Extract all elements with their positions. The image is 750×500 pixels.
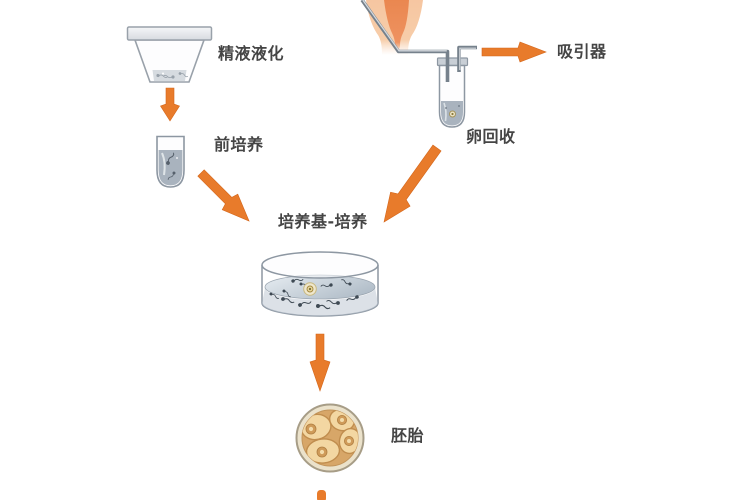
needle-highlight [362, 0, 447, 52]
collection-tube-highlight [443, 102, 447, 122]
tube-highlight [161, 152, 166, 176]
arrow-dish-to-embryo [309, 333, 331, 392]
tube-speck [445, 107, 447, 109]
pre-culture-tube [156, 135, 185, 188]
label-pre-culture: 前培养 [214, 135, 264, 154]
egg-collection-tube [436, 57, 469, 128]
label-medium-culture: 培养基-培养 [278, 212, 368, 231]
label-embryo: 胚胎 [391, 426, 425, 445]
label-aspirator: 吸引器 [557, 42, 607, 61]
embryo-nuclei [305, 414, 354, 458]
arrow-to-aspirator [481, 41, 547, 63]
needle-line [360, 0, 450, 82]
embryo-cell [295, 403, 365, 473]
tube-speck [458, 105, 460, 107]
arrow-embryo-next-stub [317, 490, 326, 500]
cup-highlight-dot [162, 72, 164, 75]
cup-liquid [152, 70, 187, 81]
dish-rim [261, 251, 379, 279]
suction-outlet-line [457, 45, 477, 72]
label-egg-recovery: 卵回收 [466, 127, 516, 146]
petri-dish [261, 251, 379, 317]
egg-in-tube-core [451, 112, 454, 116]
arrow-preculture-to-dish [197, 169, 250, 222]
specimen-cup [126, 26, 213, 83]
dish-liquid-front [262, 288, 378, 316]
follicle-inner [384, 0, 409, 50]
label-semen-liquefaction: 精液液化 [218, 44, 285, 63]
follicle-tissue [366, 0, 423, 55]
tube-dot [176, 157, 178, 159]
suction-outlet-highlight [459, 47, 476, 70]
aspiration-needle [360, 0, 477, 82]
collection-tube-cap [436, 57, 469, 67]
arrow-cup-to-preculture [160, 87, 180, 122]
egg-cell-icon [303, 282, 317, 296]
cup-lid [126, 26, 213, 41]
arrow-eggtube-to-dish [383, 144, 442, 223]
